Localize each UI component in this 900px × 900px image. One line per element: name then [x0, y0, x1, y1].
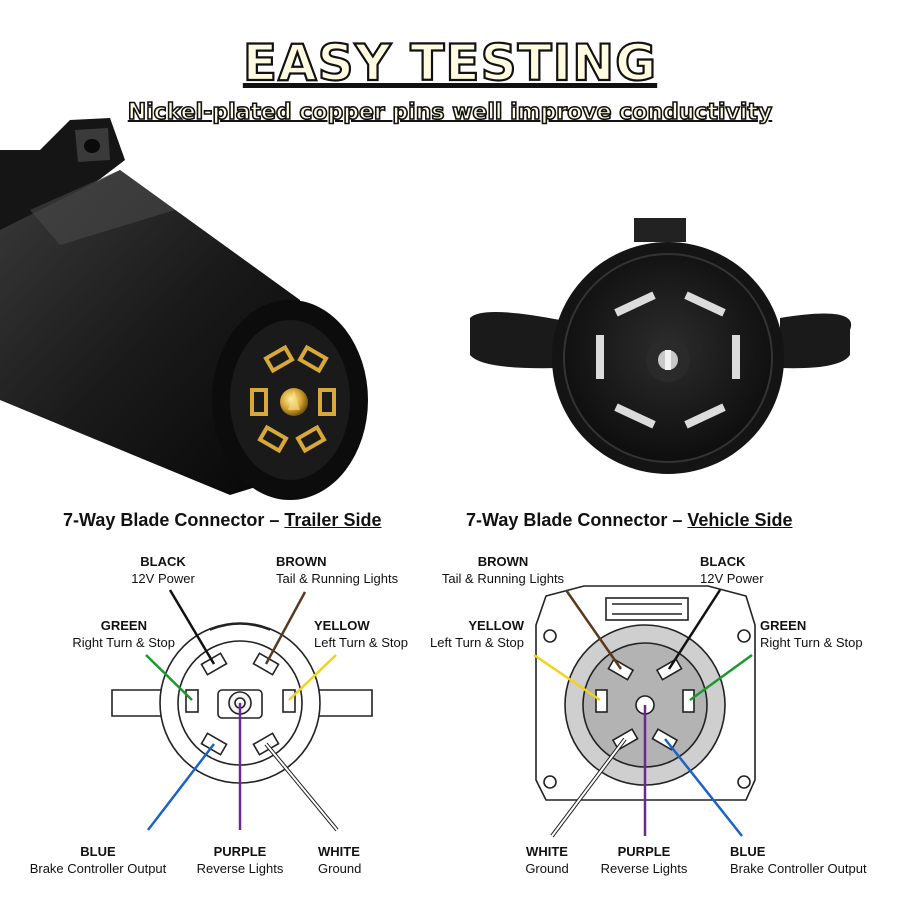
trailer-wire-brown [264, 591, 307, 665]
trailer-title-prefix: 7-Way Blade Connector – [63, 510, 280, 530]
trailer-wire-blue [147, 743, 215, 831]
vehicle-wire-brown [564, 589, 623, 670]
trailer-plug-photo [0, 118, 368, 500]
vehicle-socket-photo [470, 218, 852, 474]
trailer-side-title: 7-Way Blade Connector – Trailer Side [63, 510, 381, 531]
trailer-wire-lines [145, 589, 339, 832]
trailer-wire-green [145, 654, 193, 701]
vehicle-connector-diagram [535, 585, 756, 801]
vehicle-wire-white [551, 738, 626, 837]
trailer-title-side: Trailer Side [284, 510, 382, 530]
trailer-wire-white [265, 743, 338, 831]
vehicle-wire-green [689, 653, 753, 702]
trailer-wire-black [168, 589, 216, 665]
vehicle-wire-blue [664, 738, 743, 837]
vehicle-wire-black [667, 589, 722, 670]
vehicle-wire-lines [533, 589, 753, 838]
vehicle-side-title: 7-Way Blade Connector – Vehicle Side [466, 510, 792, 531]
vehicle-title-side: Vehicle Side [687, 510, 793, 530]
trailer-wire-yellow [288, 654, 337, 701]
headline-subtitle: Nickel-plated copper pins well improve c… [127, 99, 773, 126]
headline-title: EASY TESTING [242, 33, 658, 93]
vehicle-title-prefix: 7-Way Blade Connector – [466, 510, 683, 530]
vehicle-wire-yellow [533, 653, 601, 702]
